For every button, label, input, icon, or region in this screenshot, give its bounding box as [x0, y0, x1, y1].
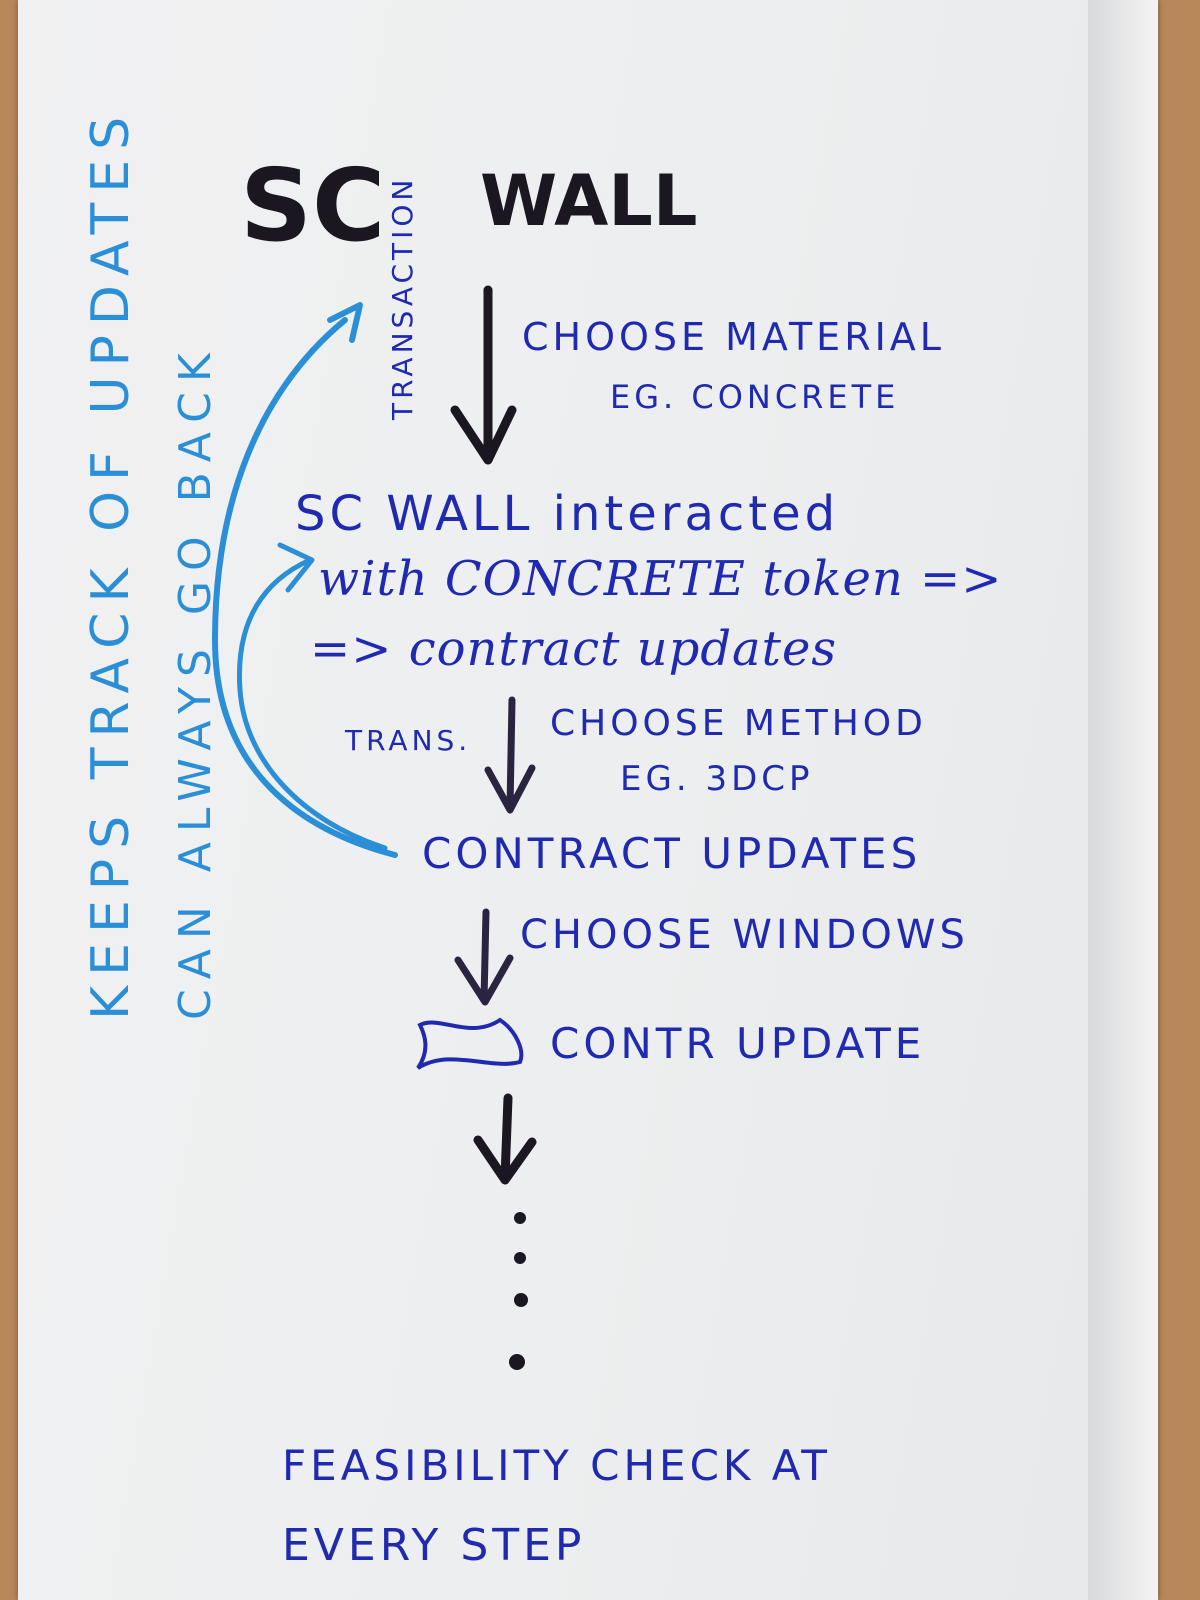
back-arrow-inner: [236, 557, 388, 851]
state2-contract-updates: CONTRACT UPDATES: [422, 829, 921, 878]
arrow-step-4: [473, 1093, 537, 1185]
back-arrow-inner-head: [277, 542, 315, 593]
state3-contr-update: CONTR UPDATE: [550, 1019, 925, 1068]
title-wall: WALL: [480, 160, 697, 242]
step1-example: EG. CONCRETE: [610, 378, 899, 416]
step3-choose-windows: CHOOSE WINDOWS: [520, 912, 969, 958]
continuation-dot: [514, 1212, 526, 1224]
continuation-dot: [514, 1252, 526, 1264]
step2-example: EG. 3DCP: [620, 759, 814, 799]
footer-line2: EVERY STEP: [282, 1520, 585, 1571]
state1-line3: => contract updates: [310, 621, 837, 677]
scribble-crossed-out: [416, 1017, 524, 1070]
paper-sheet: [18, 0, 1158, 1600]
paper-edge: [1088, 0, 1158, 1600]
step1-choose-material: CHOOSE MATERIAL: [522, 315, 945, 359]
back-arrow-outer: [211, 317, 398, 858]
continuation-dot: [509, 1354, 525, 1370]
arrow-step-3: [454, 908, 514, 1006]
footer-line1: FEASIBILITY CHECK AT: [282, 1441, 831, 1490]
side-note-go-back: CAN ALWAYS GO BACK: [170, 343, 221, 1020]
side-note-keeps-track: KEEPS TRACK OF UPDATES: [81, 107, 141, 1020]
arrow-step-1: [450, 285, 517, 465]
title-sc: SC: [240, 147, 385, 264]
transaction-label: TRANSACTION: [386, 176, 419, 421]
step2-choose-method: CHOOSE METHOD: [550, 703, 927, 744]
state1-line2: with CONCRETE token =>: [318, 551, 1002, 607]
arrow-step-2: [484, 696, 536, 814]
continuation-dot: [514, 1293, 528, 1307]
back-arrow-outer-head: [327, 302, 363, 343]
trans-label: TRANS.: [344, 724, 471, 757]
state1-line1: SC WALL interacted: [295, 486, 839, 542]
